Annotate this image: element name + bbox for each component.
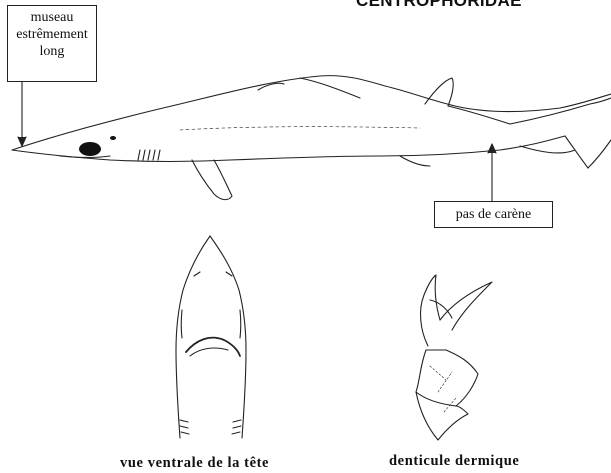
head-ventral-caption: vue ventrale de la tête xyxy=(120,455,269,472)
snout-callout-line-3: long xyxy=(8,43,96,60)
denticle-caption: denticule dermique xyxy=(389,453,519,470)
shark-lateral-view xyxy=(12,76,611,200)
keel-callout-box: pas de carène xyxy=(434,201,553,228)
denticle-illustration xyxy=(416,275,492,440)
snout-callout-line-1: museau xyxy=(8,9,96,26)
snout-arrow xyxy=(18,82,26,146)
spiracle-icon xyxy=(110,136,116,140)
snout-callout-line-2: estrêmement xyxy=(8,26,96,43)
keel-arrow xyxy=(488,144,496,201)
snout-callout-box: museau estrêmement long xyxy=(7,5,97,82)
head-ventral-view xyxy=(176,236,246,438)
keel-callout-label: pas de carène xyxy=(435,206,552,223)
eye-icon xyxy=(79,142,101,156)
